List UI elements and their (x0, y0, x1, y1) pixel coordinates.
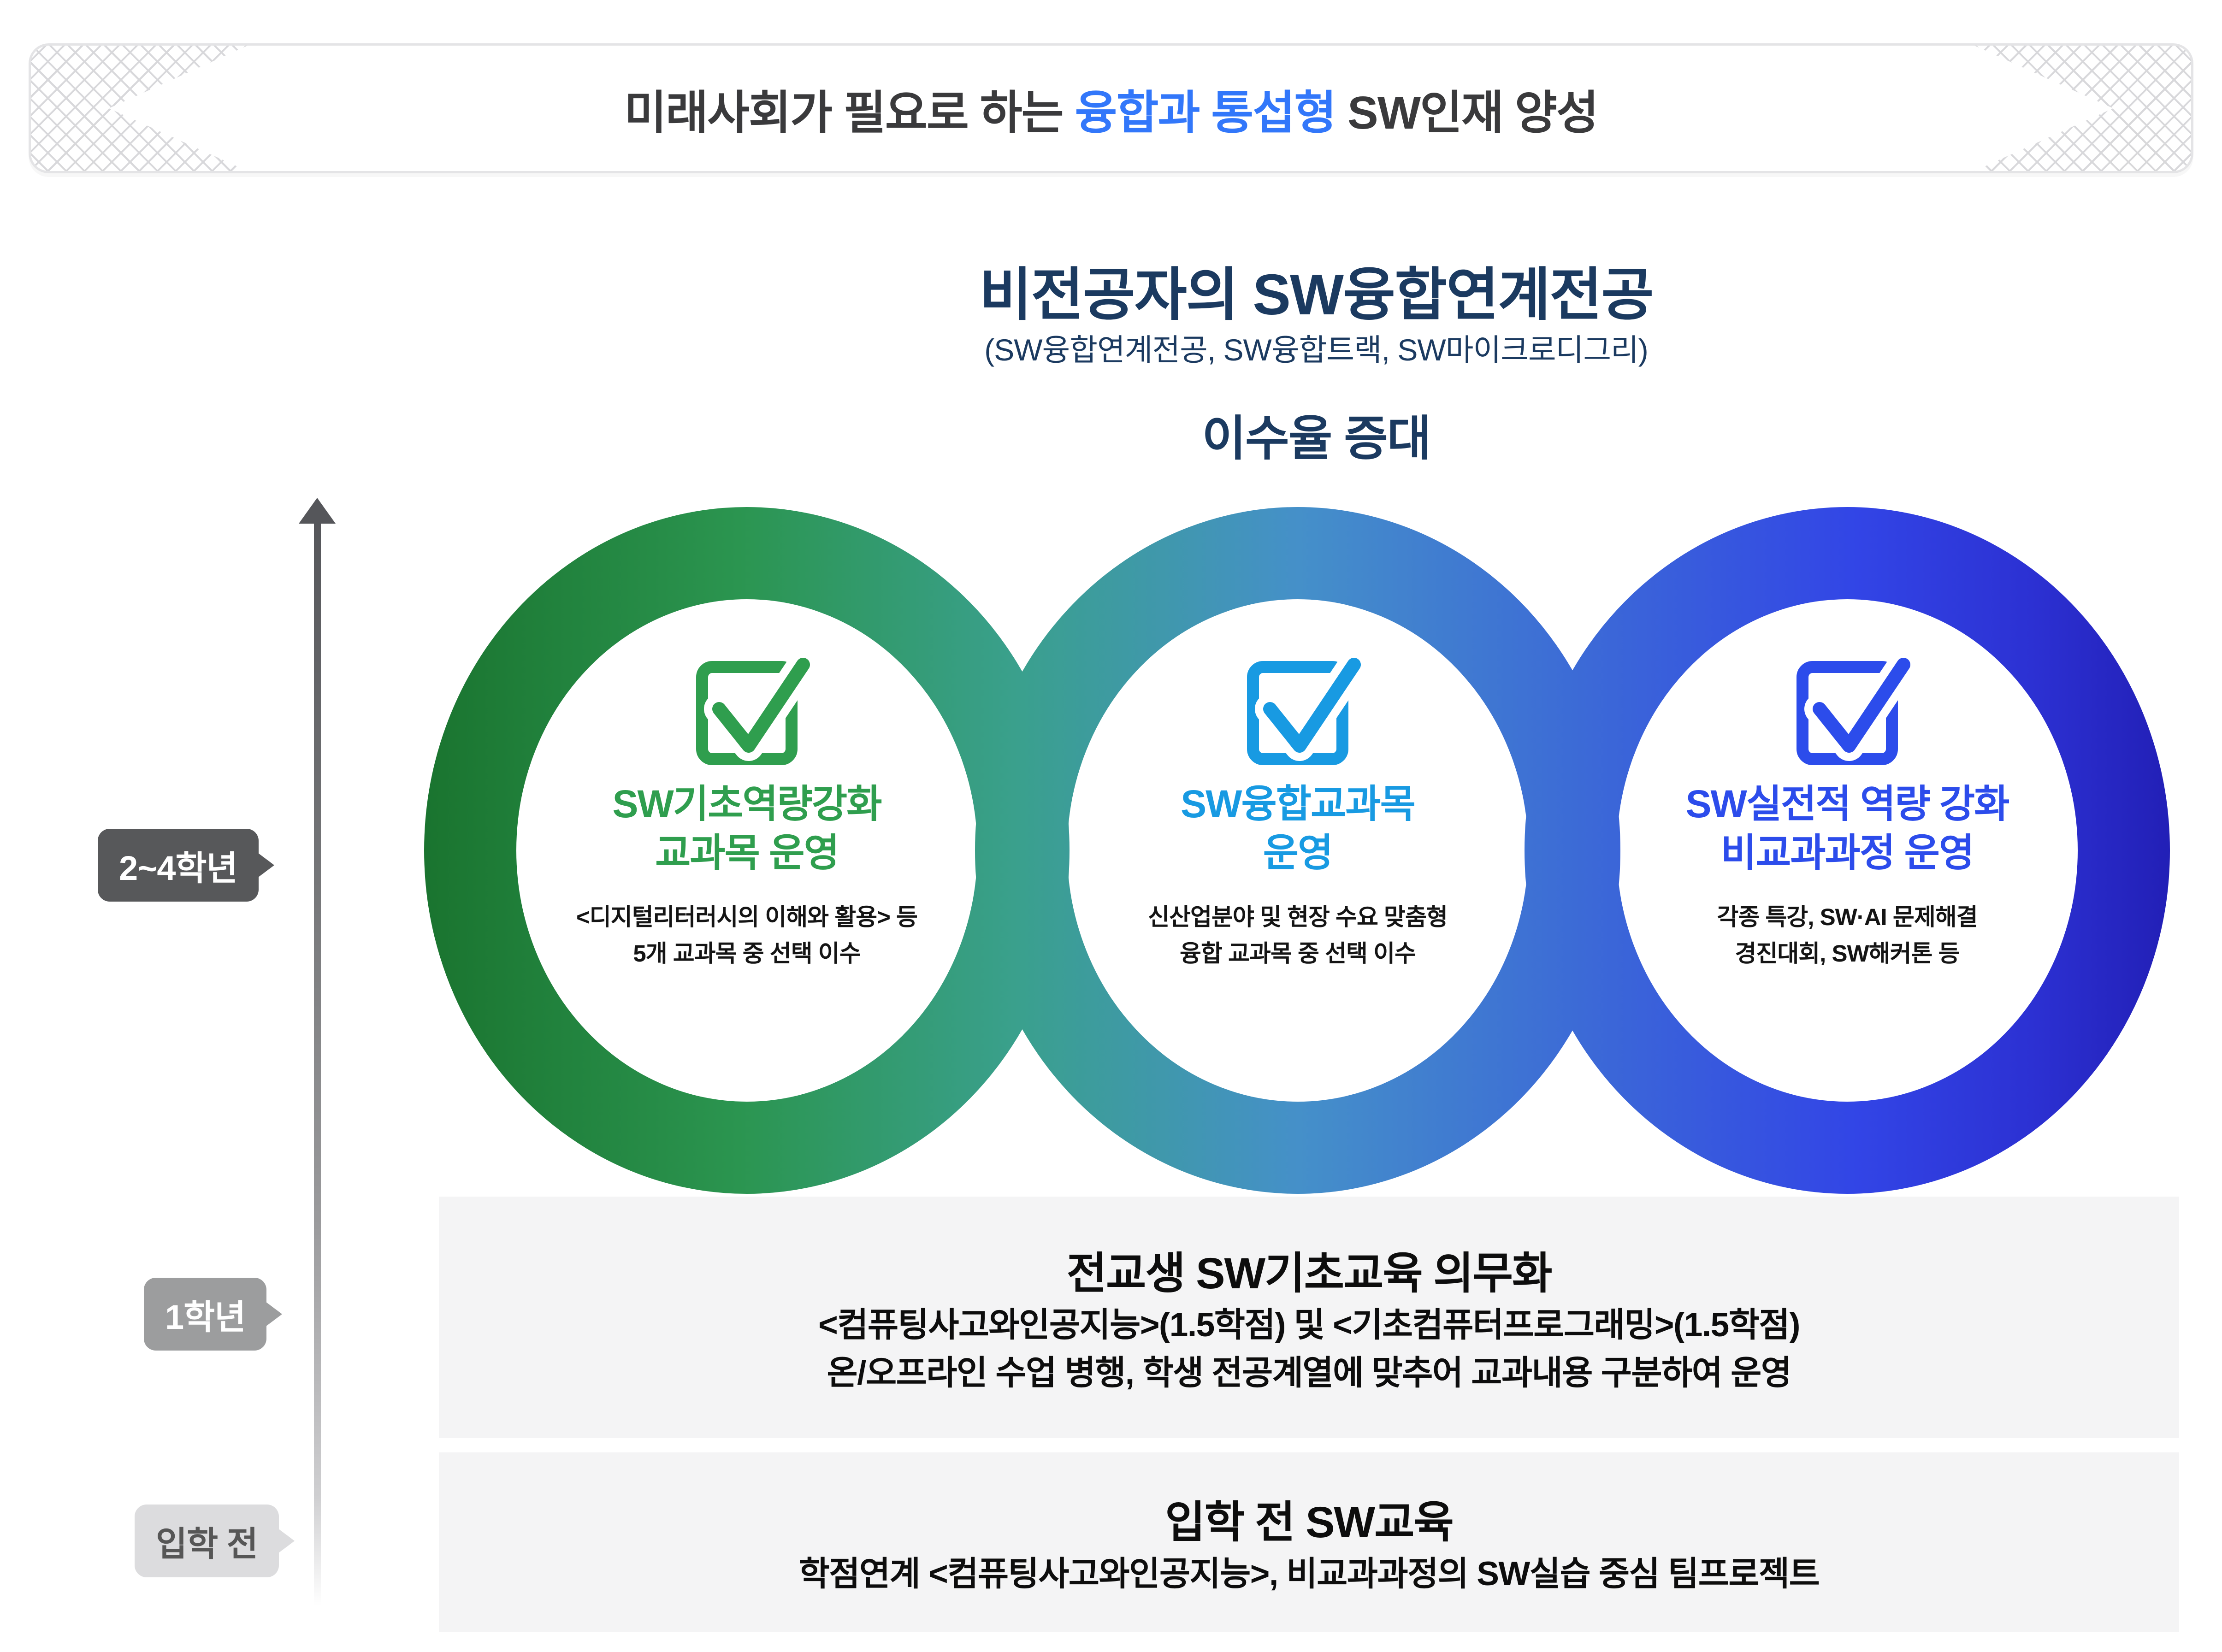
circle-title: SW기초역량강화 교과목 운영 (530, 780, 963, 878)
band-desc: 학점연계 <컴퓨팅사고와인공지능>, 비교과과정의 SW실습 중심 팀프로젝트 (799, 1550, 1820, 1598)
band-sw-basic-education: 전교생 SW기초교육 의무화 <컴퓨팅사고와인공지능>(1.5학점) 및 <기초… (439, 1197, 2179, 1438)
circle-desc: 각종 특강, SW·AI 문제해결 경진대회, SW해커톤 등 (1631, 899, 2064, 972)
badge-grade-2-4: 2~4학년 (98, 829, 274, 902)
page-subtitle: (SW융합연계전공, SW융합트랙, SW마이크로디그리) (984, 333, 1649, 367)
checkbox-check-icon (1797, 649, 1919, 765)
circle-title-line1: SW실전적 역량 강화 (1685, 782, 2010, 826)
circle-desc: 신산업분야 및 현장 수요 맞춤형 융합 교과목 중 선택 이수 (1081, 899, 1514, 972)
banner-title-prefix: 미래사회가 필요로 하는 (624, 87, 1075, 139)
top-banner: 미래사회가 필요로 하는 융합과 통섭형 SW인재 양성 (29, 43, 2193, 173)
badge-tail-icon (278, 1528, 295, 1553)
page-title: 비전공자의 SW융합연계전공 (979, 263, 1654, 327)
checkbox-check-icon (696, 649, 818, 765)
band-pre-admission-education: 입학 전 SW교육 학점연계 <컴퓨팅사고와인공지능>, 비교과과정의 SW실습… (439, 1452, 2179, 1632)
circle-title-line1: SW기초역량강화 (612, 782, 882, 826)
circle-title: SW융합교과목 운영 (1081, 780, 1514, 878)
badge-tail-icon (266, 1302, 283, 1327)
timeline-axis (314, 523, 321, 1606)
badge-label: 2~4학년 (119, 849, 238, 887)
circle-title-line1: SW융합교과목 (1181, 782, 1416, 826)
circle-title-line2: 운영 (1263, 831, 1334, 874)
circle-desc: <디지털리터러시의 이해와 활용> 등 5개 교과목 중 선택 이수 (530, 899, 963, 972)
band-desc: <컴퓨팅사고와인공지능>(1.5학점) 및 <기초컴퓨터프로그래밍>(1.5학점… (818, 1301, 1800, 1397)
banner-title-suffix: SW인재 양성 (1336, 87, 1599, 139)
band-title: 입학 전 SW교육 (1165, 1498, 1454, 1547)
timeline-arrow-up-icon (299, 498, 336, 524)
band-desc-line2: 온/오프라인 수업 병행, 학생 전공계열에 맞추어 교과내용 구분하여 운영 (827, 1354, 1792, 1392)
badge-tail-icon (257, 853, 274, 878)
band-title: 전교생 SW기초교육 의무화 (1066, 1249, 1553, 1298)
page-emphasis: 이수율 증대 (1202, 412, 1431, 466)
banner-title-highlight: 융합과 통섭형 (1075, 87, 1336, 139)
circle-title-line2: 비교과과정 운영 (1720, 831, 1974, 874)
ring-3 (1525, 507, 2170, 1194)
circle-desc-line1: 신산업분야 및 현장 수요 맞춤형 (1148, 904, 1448, 930)
band-desc-line1: <컴퓨팅사고와인공지능>(1.5학점) 및 <기초컴퓨터프로그래밍>(1.5학점… (818, 1306, 1800, 1344)
checkbox-check-icon (1247, 649, 1369, 765)
band-desc-line1: 학점연계 <컴퓨팅사고와인공지능>, 비교과과정의 SW실습 중심 팀프로젝트 (798, 1555, 1820, 1593)
badge-grade-1: 1학년 (144, 1278, 283, 1351)
circle-desc-line2: 융합 교과목 중 선택 이수 (1180, 940, 1416, 967)
badge-label: 입학 전 (156, 1524, 258, 1563)
circle-desc-line1: <디지털리터러시의 이해와 활용> 등 (576, 904, 918, 930)
badge-label: 1학년 (165, 1298, 246, 1336)
badge-pre-admission: 입학 전 (135, 1504, 295, 1577)
circle-desc-line2: 5개 교과목 중 선택 이수 (633, 940, 861, 967)
circle-desc-line1: 각종 특강, SW·AI 문제해결 (1717, 904, 1978, 930)
circle-title-line2: 교과목 운영 (655, 831, 839, 874)
circle-desc-line2: 경진대회, SW해커톤 등 (1735, 940, 1960, 967)
circle-title: SW실전적 역량 강화 비교과과정 운영 (1631, 780, 2064, 878)
banner-title: 미래사회가 필요로 하는 융합과 통섭형 SW인재 양성 (31, 46, 2191, 171)
